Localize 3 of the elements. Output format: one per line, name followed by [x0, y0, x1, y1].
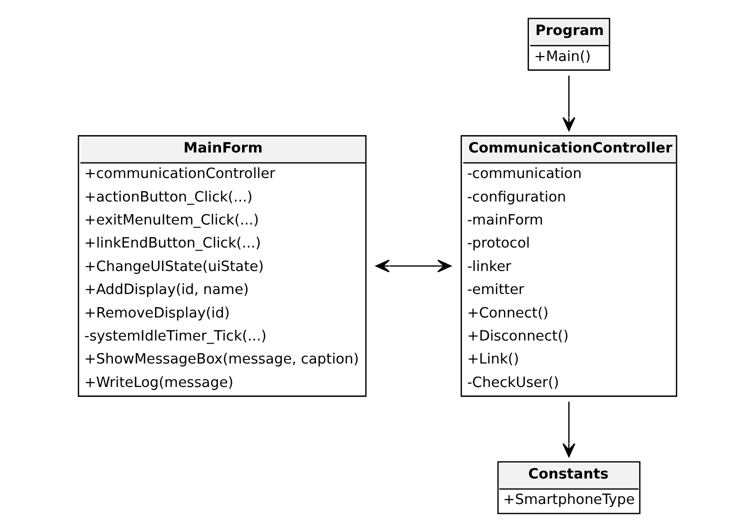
arrow: [376, 260, 452, 272]
arrow: [562, 402, 576, 458]
arrow: [562, 76, 576, 132]
